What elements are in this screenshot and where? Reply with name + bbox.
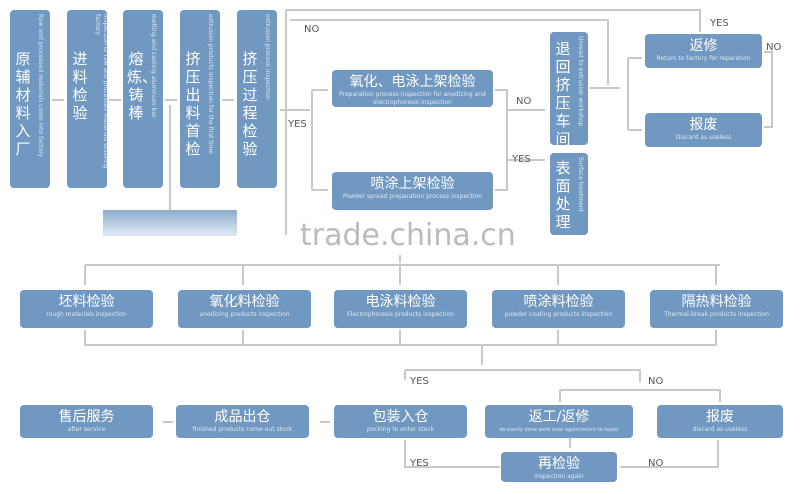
label-en: after service xyxy=(67,426,106,433)
incoming-inspection-box: 进料检验 inspection of raw and processed mate… xyxy=(67,10,109,188)
label-en: rough materials inspection xyxy=(46,311,127,318)
label-en: Return to factory for reparation xyxy=(656,55,751,62)
surface-treatment-box: 表面处理 Surface treatment xyxy=(550,153,588,235)
yes-label: YES xyxy=(410,376,429,387)
label-en: discard as useless xyxy=(692,426,748,433)
yes-label: YES xyxy=(512,154,531,165)
return-extrusion-box: 退回挤压车间 Unread to extrusion workshop xyxy=(550,32,588,148)
no-label: NO xyxy=(304,24,320,35)
label: 熔炼、铸棒 xyxy=(127,50,158,122)
label: 再检验 xyxy=(538,456,580,472)
label-en: melting and casting aluminum bar xyxy=(150,14,157,118)
first-extrusion-inspection-box: 挤压出料首检 extrusion products inspection for … xyxy=(180,10,220,188)
label-en: extrusion process inspection xyxy=(264,14,271,100)
watermark: trade.china.cn xyxy=(300,218,516,253)
label: 隔热料检验 xyxy=(681,294,752,310)
label-en: anodizing products inspection xyxy=(199,311,290,318)
label: 表面处理 xyxy=(555,159,571,231)
label-en: inspection of raw and processed material… xyxy=(94,14,109,169)
label: 报废 xyxy=(689,117,718,133)
label-en: Powder spread preparation process inspec… xyxy=(343,193,482,200)
label-en: extrusion products inspection for the fi… xyxy=(207,14,214,154)
label-en: Thermal-break products inspection xyxy=(664,311,769,318)
label-en: Preparation process inspection for anodi… xyxy=(339,91,486,106)
extrusion-process-inspection-box: 挤压过程检验 extrusion process inspection xyxy=(237,10,277,188)
label-en: do poorly done work over again/return to… xyxy=(499,427,619,433)
label-en: Unread to extrusion workshop xyxy=(577,36,584,127)
label: 氧化、电泳上架检验 xyxy=(349,74,476,90)
label: 电泳料检验 xyxy=(365,294,436,310)
label-en: powder coating products inspection xyxy=(504,311,613,318)
label-en: pocking to enter stock xyxy=(366,426,435,433)
label: 原辅材料入厂 xyxy=(15,50,31,158)
label: 进料检验 xyxy=(72,50,88,122)
rework-box: 返工/返修 do poorly done work over again/retu… xyxy=(485,405,633,438)
blurred-box xyxy=(103,210,237,236)
no-label: NO xyxy=(648,376,664,387)
label-en: Electrophoresis products inspection xyxy=(347,311,454,318)
yes-label: YES xyxy=(410,458,429,469)
label: 喷涂上架检验 xyxy=(370,176,455,192)
label-en: Discard as useless xyxy=(675,134,732,141)
label: 退回挤压车间 xyxy=(555,40,571,148)
label: 成品出仓 xyxy=(214,409,271,425)
no-label: NO xyxy=(516,96,532,107)
label: 报废 xyxy=(706,409,734,425)
label: 挤压出料首检 xyxy=(185,50,201,158)
label: 包装入仓 xyxy=(372,409,429,425)
yes-label: YES xyxy=(710,18,729,29)
label: 喷涂料检验 xyxy=(523,294,594,310)
yes-label: YES xyxy=(288,119,307,130)
label-en: Surface treatment xyxy=(577,157,584,212)
label: 坯料检验 xyxy=(58,294,115,310)
label: 返工/返修 xyxy=(528,409,590,425)
raw-materials-box: 原辅材料入厂 Raw and processed materials come i… xyxy=(10,10,50,188)
no-label: NO xyxy=(766,42,782,53)
label-en: Raw and processed materials come into fa… xyxy=(37,14,44,158)
label: 氧化料检验 xyxy=(209,294,280,310)
label-en: inspection again xyxy=(534,473,584,480)
label-en: finished products come out stock xyxy=(192,426,293,433)
label: 售后服务 xyxy=(58,409,115,425)
label: 挤压过程检验 xyxy=(242,50,258,158)
label: 返修 xyxy=(689,38,718,54)
no-label: NO xyxy=(648,458,664,469)
